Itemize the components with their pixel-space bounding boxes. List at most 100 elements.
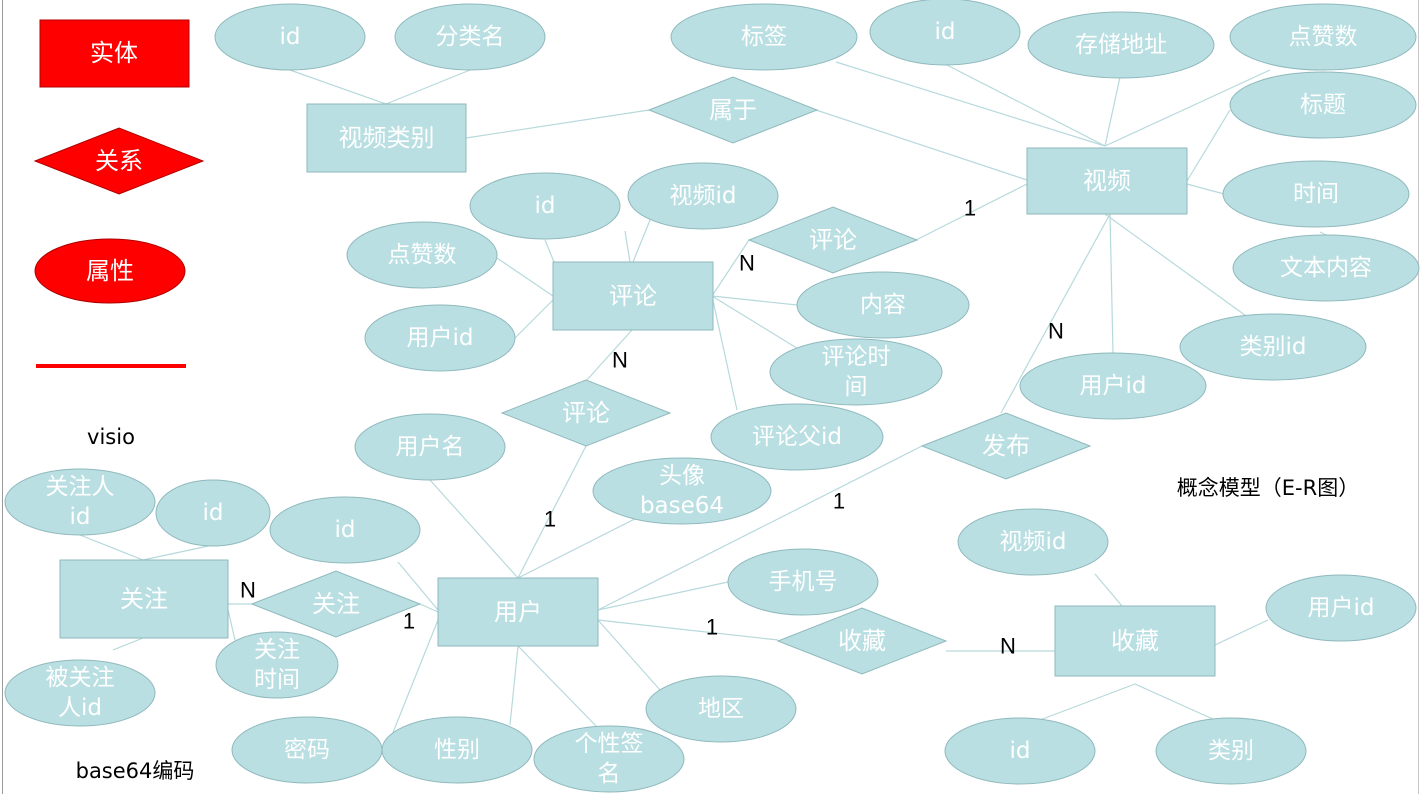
line-comment-rel-comment	[711, 239, 750, 297]
attribute-user-gender[interactable]	[381, 716, 533, 784]
attribute-video-category-id-label: 类别id	[1240, 334, 1307, 360]
attribute-video-tag[interactable]	[670, 3, 858, 71]
relation-video-comment-label: 评论	[809, 226, 857, 254]
attribute-comment-user-id-label-line-1: 用户id	[407, 325, 474, 351]
attribute-user-avatar[interactable]	[592, 457, 772, 525]
line-user-signature	[517, 645, 601, 731]
attribute-user-phone[interactable]	[727, 548, 879, 616]
attribute-video-storage-label-line-1: 存储地址	[1075, 32, 1167, 58]
entity-favorite[interactable]	[1054, 605, 1216, 677]
line-video-id	[944, 63, 1106, 147]
legend	[33, 19, 205, 368]
attribute-user-name[interactable]	[354, 413, 506, 481]
attribute-user-id-label: id	[335, 517, 356, 543]
relation-user-comment[interactable]	[500, 379, 672, 447]
attribute-comment-parent-id[interactable]	[710, 403, 884, 471]
attribute-favorite-user-id[interactable]	[1265, 574, 1417, 642]
attribute-comment-user-id[interactable]	[364, 304, 516, 372]
attribute-comment-content[interactable]	[796, 271, 970, 339]
attribute-video-id-label-line-1: id	[935, 19, 956, 45]
line-favorite-type	[1134, 683, 1216, 721]
relation-belongs[interactable]	[647, 76, 819, 144]
attribute-video-text-label-line-1: 文本内容	[1280, 255, 1372, 281]
attribute-category-name[interactable]	[394, 3, 546, 71]
attribute-user-signature[interactable]	[533, 725, 685, 793]
legend-entity-label: 实体	[90, 39, 138, 67]
attribute-follow-id-label-line-1: id	[203, 500, 224, 526]
entity-video-category[interactable]	[306, 103, 467, 173]
attribute-video-title[interactable]	[1229, 71, 1417, 139]
line-user-id	[397, 561, 439, 611]
attribute-video-likes[interactable]	[1229, 3, 1417, 71]
relation-favorite-diamond	[776, 607, 948, 675]
attribute-comment-time[interactable]	[769, 338, 943, 406]
attribute-user-region[interactable]	[645, 675, 797, 743]
line-comment-content	[711, 295, 798, 306]
attribute-favorite-type[interactable]	[1155, 717, 1307, 785]
entity-user[interactable]	[437, 577, 599, 647]
entity-follow[interactable]	[59, 559, 229, 639]
attribute-follow-id[interactable]	[155, 479, 271, 547]
line-user-comment-rel	[517, 445, 587, 579]
entity-comment-label-line-1: 评论	[609, 282, 657, 310]
attribute-video-title-label: 标题	[1300, 92, 1346, 118]
entity-video[interactable]	[1026, 147, 1188, 215]
legend-relation-swatch	[33, 127, 205, 195]
attribute-favorite-video-id[interactable]	[957, 508, 1109, 576]
attribute-user-phone-label: 手机号	[769, 569, 838, 595]
attribute-comment-likes[interactable]	[346, 221, 498, 289]
attribute-category-name-label: 分类名	[436, 24, 505, 50]
attribute-video-category-id[interactable]	[1179, 313, 1367, 381]
attribute-category-id-label: id	[280, 24, 301, 50]
attribute-category-id[interactable]	[214, 3, 366, 71]
attribute-user-id[interactable]	[269, 496, 421, 564]
attribute-video-tag-label-line-1: 标签	[741, 24, 787, 50]
attribute-follow-time-label: 关注时间	[254, 637, 300, 693]
attribute-video-storage-ellipse	[1027, 11, 1215, 79]
attribute-video-id[interactable]	[869, 0, 1021, 66]
attribute-comment-id[interactable]	[469, 172, 621, 240]
relation-follow-label: 关注	[312, 590, 360, 618]
attribute-comment-video-id[interactable]	[627, 162, 779, 230]
cardinality-user-comment-comment: N	[612, 348, 628, 373]
legend-attribute-label: 属性	[86, 257, 134, 285]
attribute-follow-time-ellipse	[215, 631, 339, 699]
entity-comment[interactable]	[552, 261, 714, 331]
attribute-favorite-id-label: id	[1010, 738, 1031, 764]
cardinality-video-comment-comment: N	[739, 251, 755, 276]
attribute-video-time-ellipse	[1222, 160, 1410, 228]
line-video-time	[1186, 183, 1225, 195]
line-category-belongs	[465, 109, 650, 139]
attribute-favorite-user-id-ellipse	[1265, 574, 1417, 642]
relation-follow[interactable]	[250, 570, 422, 638]
attribute-favorite-id-ellipse	[944, 717, 1096, 785]
attribute-user-gender-label: 性别	[434, 737, 480, 763]
attribute-video-user-id[interactable]	[1019, 352, 1207, 420]
attribute-video-time[interactable]	[1222, 160, 1410, 228]
attribute-follow-followee-ellipse	[4, 659, 156, 727]
attribute-user-password-label-line-1: 密码	[284, 737, 330, 763]
attribute-video-user-id-label-line-1: 用户id	[1080, 373, 1147, 399]
attribute-follow-time[interactable]	[215, 631, 339, 699]
attribute-favorite-id[interactable]	[944, 717, 1096, 785]
relation-favorite[interactable]	[776, 607, 948, 675]
relation-publish[interactable]	[920, 412, 1092, 480]
attribute-comment-time-label-line-1: 评论时	[822, 344, 891, 370]
attribute-user-region-ellipse	[645, 675, 797, 743]
attribute-video-title-label-line-1: 标题	[1300, 92, 1346, 118]
attribute-follow-follower[interactable]	[4, 468, 156, 536]
relation-belongs-label-line-1: 属于	[709, 96, 757, 124]
cardinality-follow-user: 1	[403, 609, 415, 634]
line-video-title	[1186, 109, 1231, 182]
cardinality-favorite-user-line-1: 1	[706, 615, 718, 640]
attribute-category-id-ellipse	[214, 3, 366, 71]
line-follow-id	[142, 544, 214, 561]
attribute-video-likes-label: 点赞数	[1289, 24, 1358, 50]
relation-video-comment[interactable]	[747, 206, 919, 274]
attribute-follow-followee[interactable]	[4, 659, 156, 727]
attribute-video-likes-ellipse	[1229, 3, 1417, 71]
attribute-video-user-id-ellipse	[1019, 352, 1207, 420]
attribute-video-text[interactable]	[1232, 234, 1420, 302]
attribute-video-storage[interactable]	[1027, 11, 1215, 79]
